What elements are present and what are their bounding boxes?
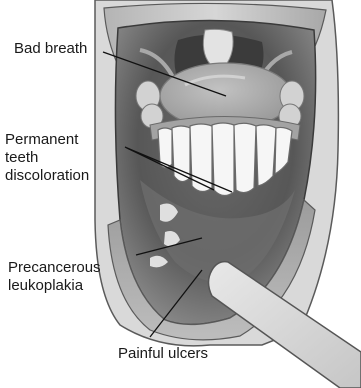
label-discoloration-line-1: Permanent [5,131,89,149]
label-bad-breath-text: Bad breath [14,40,87,58]
label-bad-breath: Bad breath [14,40,87,58]
label-ulcers-text: Painful ulcers [118,345,208,363]
label-leukoplakia: Precancerous leukoplakia [8,259,101,295]
label-discoloration-line-2: teeth [5,149,89,167]
label-teeth-discoloration: Permanent teeth discoloration [5,131,89,185]
label-leukoplakia-line-2: leukoplakia [8,277,101,295]
label-leukoplakia-line-1: Precancerous [8,259,101,277]
label-discoloration-line-3: discoloration [5,167,89,185]
label-painful-ulcers: Painful ulcers [118,345,208,363]
